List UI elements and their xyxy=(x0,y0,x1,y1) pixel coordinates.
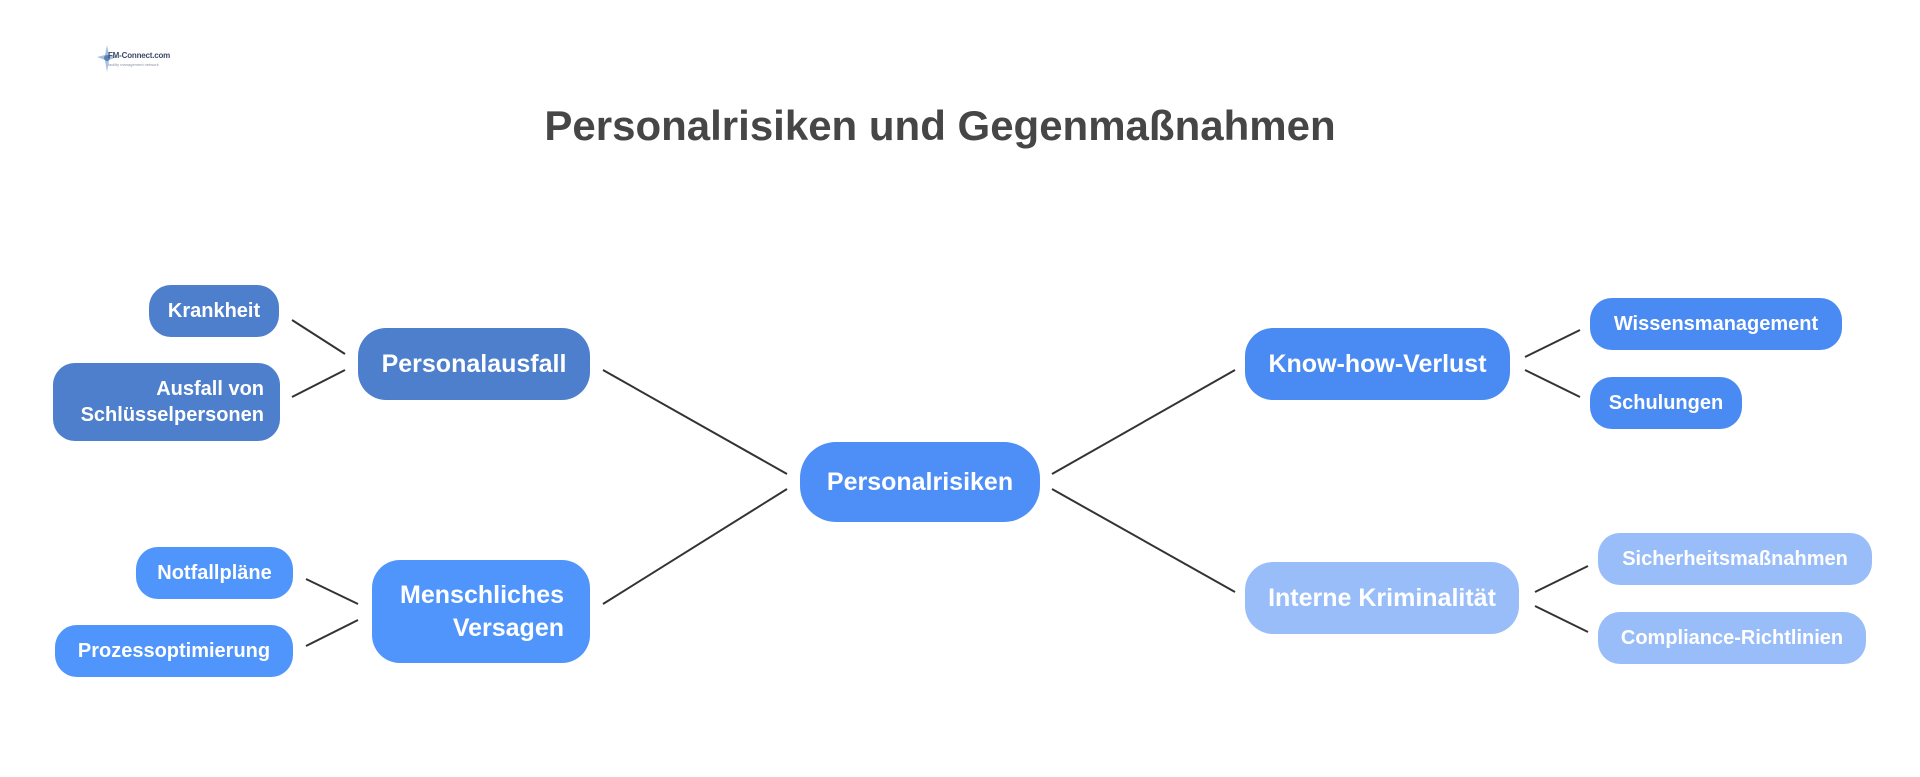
connector-root-know-how-verlust xyxy=(1051,369,1236,475)
branch-node-menschliches-versagen[interactable]: Menschliches Versagen xyxy=(372,560,590,663)
connector-menschlich-notfallplaene xyxy=(305,578,359,605)
fm-connect-logo: FM-Connect.com facility management netwo… xyxy=(96,42,170,76)
leaf-node-label: Notfallpläne xyxy=(157,562,272,584)
connector-menschlich-prozessoptimierung xyxy=(305,619,359,647)
branch-node-know-how-verlust[interactable]: Know-how-Verlust xyxy=(1245,328,1510,400)
leaf-node-wissensmanagement[interactable]: Wissensmanagement xyxy=(1590,298,1842,350)
leaf-node-label: Prozessoptimierung xyxy=(77,640,271,662)
connector-know-how-schulungen xyxy=(1524,369,1581,398)
leaf-node-compliance-richtlinien[interactable]: Compliance-Richtlinien xyxy=(1598,612,1866,664)
leaf-node-label: Krankheit xyxy=(167,300,261,322)
connector-root-personalausfall xyxy=(602,369,788,475)
leaf-node-label: Ausfall von Schlüsselpersonen xyxy=(80,378,264,426)
connector-personalausfall-krankheit xyxy=(291,319,346,355)
branch-node-label: Interne Kriminalität xyxy=(1268,583,1496,612)
connector-know-how-wissensmanagement xyxy=(1524,329,1581,358)
logo-subtext: facility management network xyxy=(108,62,159,67)
branch-node-label: Know-how-Verlust xyxy=(1268,349,1487,378)
leaf-node-label: Sicherheitsmaßnahmen xyxy=(1622,548,1848,570)
leaf-node-notfallplaene[interactable]: Notfallpläne xyxy=(136,547,293,599)
logo-text: FM-Connect.com xyxy=(108,51,171,60)
branch-node-label: Menschliches Versagen xyxy=(400,581,564,642)
connector-kriminalitaet-compliance xyxy=(1534,605,1589,633)
leaf-node-sicherheitsmassnahmen[interactable]: Sicherheitsmaßnahmen xyxy=(1598,533,1872,585)
branch-node-label: Personalausfall xyxy=(381,349,567,378)
leaf-node-label: Compliance-Richtlinien xyxy=(1620,627,1844,649)
leaf-node-krankheit[interactable]: Krankheit xyxy=(149,285,279,337)
root-node-label: Personalrisiken xyxy=(826,467,1014,496)
leaf-node-prozessoptimierung[interactable]: Prozessoptimierung xyxy=(55,625,293,677)
leaf-node-ausfall-schluesselpersonen[interactable]: Ausfall von Schlüsselpersonen xyxy=(53,363,280,441)
leaf-node-label: Schulungen xyxy=(1608,392,1724,414)
connector-root-menschliches-versagen xyxy=(602,488,788,605)
branch-node-interne-kriminalitaet[interactable]: Interne Kriminalität xyxy=(1245,562,1519,634)
page-title: Personalrisiken und Gegenmaßnahmen xyxy=(544,102,1336,149)
branch-node-personalausfall[interactable]: Personalausfall xyxy=(358,328,590,400)
leaf-node-schulungen[interactable]: Schulungen xyxy=(1590,377,1742,429)
connector-personalausfall-schluesselpersonen xyxy=(291,369,346,398)
root-node-personalrisiken[interactable]: Personalrisiken xyxy=(800,442,1040,522)
connector-root-interne-kriminalitaet xyxy=(1051,488,1236,593)
logo-star-icon xyxy=(97,45,117,72)
connector-kriminalitaet-sicherheit xyxy=(1534,565,1589,593)
leaf-node-label: Wissensmanagement xyxy=(1613,313,1819,335)
